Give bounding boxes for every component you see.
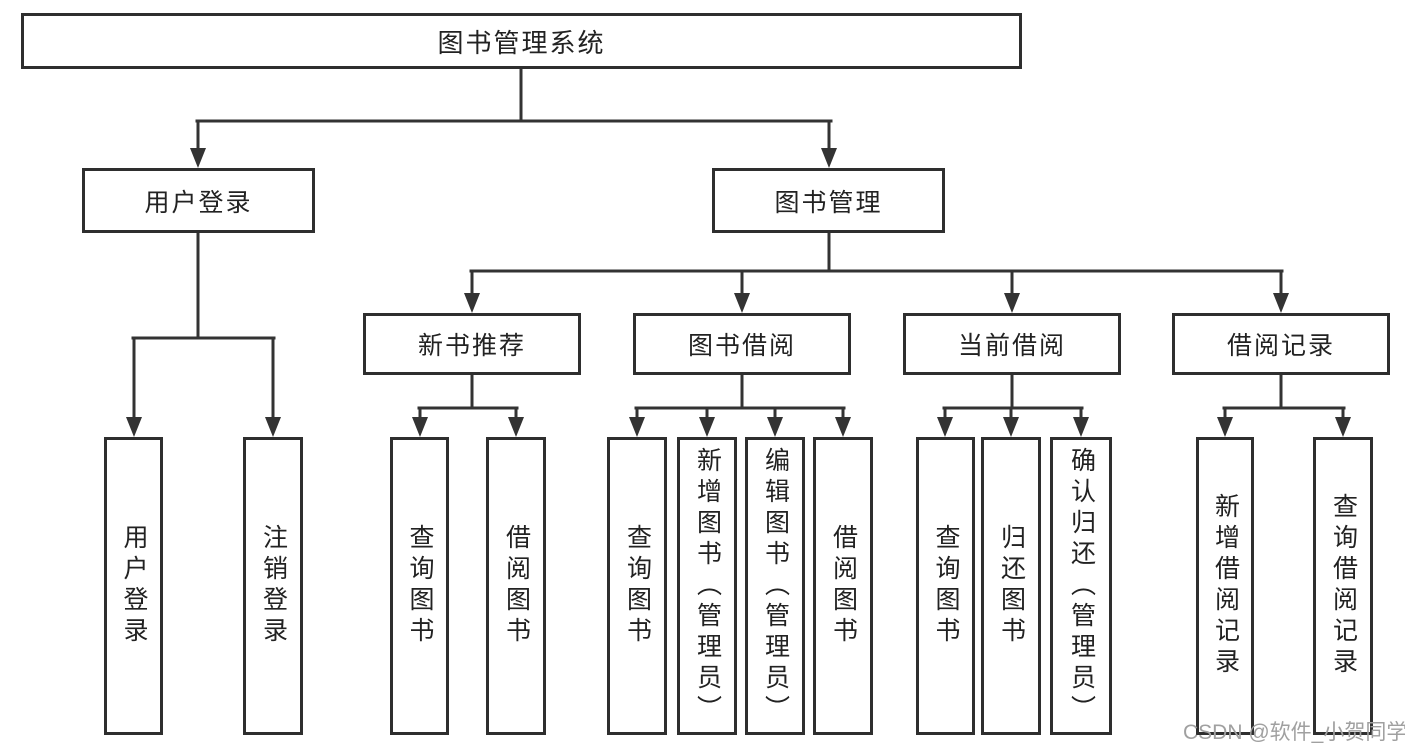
- node-label: 图书借阅: [687, 332, 796, 360]
- node-leaf-current-query: 查询图书: [916, 437, 975, 735]
- node-label: 用户登录: [120, 524, 148, 648]
- node-leaf-record-add: 新增借阅记录: [1196, 437, 1254, 735]
- node-label: 新增借阅记录: [1211, 493, 1240, 679]
- node-leaf-newbook-query: 查询图书: [390, 437, 449, 735]
- node-label: 借阅记录: [1226, 332, 1335, 360]
- node-label: 新书推荐: [417, 332, 526, 360]
- node-leaf-borrow-query: 查询图书: [607, 437, 667, 735]
- node-leaf-borrow-book: 借阅图书: [813, 437, 873, 735]
- node-label: 查询借阅记录: [1329, 493, 1358, 679]
- node-root-system: 图书管理系统: [21, 13, 1022, 69]
- node-leaf-logout: 注销登录: [243, 437, 303, 735]
- node-branch-book-management: 图书管理: [712, 168, 945, 233]
- node-label: 查询图书: [932, 524, 960, 648]
- node-module-borrow-records: 借阅记录: [1172, 313, 1390, 375]
- node-leaf-borrow-add-admin: 新增图书（管理员）: [677, 437, 737, 735]
- node-leaf-current-return: 归还图书: [981, 437, 1041, 735]
- node-leaf-record-query: 查询借阅记录: [1313, 437, 1373, 735]
- node-label: 当前借阅: [957, 332, 1066, 360]
- node-label: 编辑图书（管理员）: [761, 446, 790, 726]
- node-label: 归还图书: [997, 524, 1026, 648]
- node-branch-user-login: 用户登录: [82, 168, 315, 233]
- node-leaf-current-confirm-admin: 确认归还（管理员）: [1050, 437, 1112, 735]
- node-leaf-user-login: 用户登录: [104, 437, 163, 735]
- node-leaf-borrow-edit-admin: 编辑图书（管理员）: [745, 437, 805, 735]
- node-label: 查询图书: [406, 524, 434, 648]
- node-label: 查询图书: [623, 524, 652, 648]
- node-module-book-borrow: 图书借阅: [633, 313, 851, 375]
- node-leaf-newbook-borrow: 借阅图书: [486, 437, 546, 735]
- node-label: 借阅图书: [829, 524, 858, 648]
- node-label: 图书管理: [774, 188, 883, 217]
- watermark: CSDN @软件_小贺同学: [1183, 721, 1405, 744]
- node-module-current-borrow: 当前借阅: [903, 313, 1121, 375]
- node-label: 用户登录: [144, 188, 253, 217]
- node-label: 借阅图书: [502, 524, 531, 648]
- node-label: 新增图书（管理员）: [693, 446, 722, 726]
- node-module-new-book-recommend: 新书推荐: [363, 313, 581, 375]
- node-label: 确认归还（管理员）: [1067, 446, 1096, 726]
- node-label: 注销登录: [259, 524, 288, 648]
- node-label: 图书管理系统: [437, 27, 606, 58]
